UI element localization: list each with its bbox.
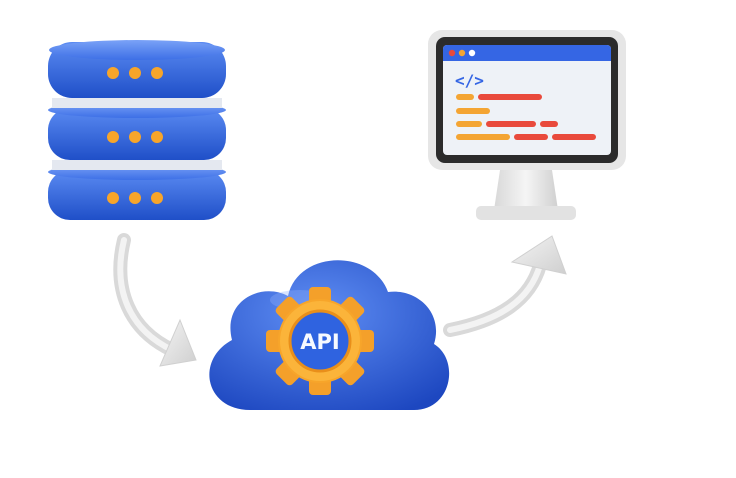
server-unit	[48, 40, 226, 98]
server-unit	[48, 164, 226, 220]
status-light-icon	[107, 67, 119, 79]
status-light-icon	[129, 131, 141, 143]
window-minimize-dot-icon	[458, 49, 466, 57]
status-light-icon	[129, 67, 141, 79]
monitor-base	[476, 206, 576, 220]
status-light-icon	[129, 192, 141, 204]
status-light-icon	[107, 192, 119, 204]
code-tag-icon: </>	[455, 71, 484, 90]
status-light-icon	[151, 67, 163, 79]
monitor-stand	[494, 170, 558, 210]
curved-arrow-down-icon	[113, 233, 197, 367]
window-maximize-dot-icon	[468, 49, 476, 57]
status-light-icon	[151, 131, 163, 143]
gear-icon: API	[266, 287, 374, 395]
database-server-icon	[48, 40, 226, 220]
api-label: API	[300, 330, 339, 354]
window-close-dot-icon	[448, 49, 456, 57]
status-light-icon	[107, 131, 119, 143]
status-light-icon	[151, 192, 163, 204]
monitor-icon: </>	[428, 30, 626, 220]
code-lines	[456, 94, 596, 140]
curved-arrow-up-icon	[443, 235, 567, 337]
server-unit	[48, 102, 226, 160]
